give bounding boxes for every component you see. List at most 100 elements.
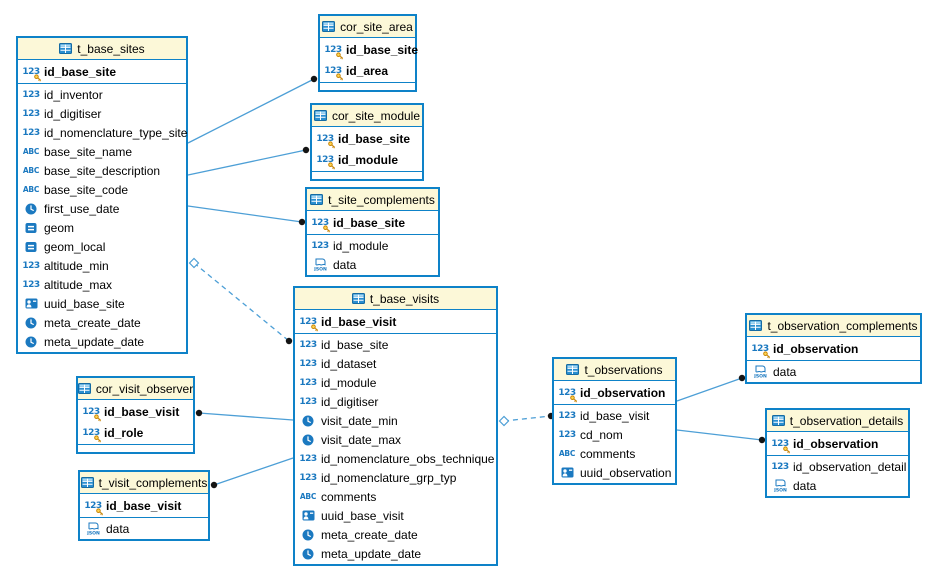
- column-row[interactable]: 123 id_nomenclature_grp_typ: [295, 468, 496, 487]
- cardinality-dot: [195, 409, 203, 417]
- column-name: uuid_base_site: [44, 296, 125, 311]
- columns-section: [320, 83, 415, 90]
- table-icon: [566, 364, 580, 375]
- column-name: id_inventor: [44, 87, 103, 102]
- relation-line-t_base_sites-cor_site_module[interactable]: [187, 149, 307, 176]
- relation-line-cor_visit_observer-t_base_visits[interactable]: [198, 412, 294, 421]
- integer-type-icon: 123: [22, 260, 40, 271]
- column-row[interactable]: meta_create_date: [18, 313, 186, 332]
- table-header[interactable]: t_observation_complements: [747, 315, 920, 337]
- column-row[interactable]: first_use_date: [18, 199, 186, 218]
- datetime-type-icon: [299, 414, 317, 428]
- table-icon: [771, 415, 785, 426]
- column-name: altitude_min: [44, 258, 109, 273]
- column-row[interactable]: meta_create_date: [295, 525, 496, 544]
- column-row[interactable]: geom_local: [18, 237, 186, 256]
- table-header[interactable]: t_base_sites: [18, 38, 186, 60]
- table-header[interactable]: cor_site_module: [312, 105, 422, 127]
- column-name: id_observation: [580, 385, 666, 400]
- column-row[interactable]: geom: [18, 218, 186, 237]
- table-header[interactable]: cor_visit_observer: [77, 378, 193, 400]
- column-row[interactable]: uuid_base_site: [18, 294, 186, 313]
- column-name: id_base_visit: [580, 408, 650, 423]
- column-row[interactable]: visit_date_min: [295, 411, 496, 430]
- column-name: id_nomenclature_grp_typ: [321, 470, 457, 485]
- table-title: t_visit_complements: [98, 475, 208, 490]
- column-row[interactable]: uuid_base_visit: [295, 506, 496, 525]
- table-header[interactable]: t_visit_complements: [80, 472, 208, 494]
- relation-line-t_base_sites-cor_site_area[interactable]: [187, 78, 315, 144]
- relation-line-t_observations-t_observation_details[interactable]: [676, 429, 763, 441]
- column-row[interactable]: meta_update_date: [295, 544, 496, 563]
- relation-line-t_base_sites-t_site_complements[interactable]: [187, 205, 303, 223]
- table-header[interactable]: t_observation_details: [767, 410, 908, 432]
- table-header[interactable]: cor_site_area: [320, 16, 415, 38]
- relation-line-t_visit_complements-t_base_visits[interactable]: [213, 457, 294, 486]
- integer-type-icon: 123: [558, 429, 576, 440]
- column-row[interactable]: meta_update_date: [18, 332, 186, 351]
- cardinality-dot: [298, 218, 306, 226]
- table-header[interactable]: t_site_complements: [307, 189, 438, 211]
- relation-line-t_observations-t_observation_complements[interactable]: [676, 377, 743, 402]
- table-header[interactable]: t_base_visits: [295, 288, 496, 310]
- column-row[interactable]: 123 altitude_min: [18, 256, 186, 275]
- cardinality-dot: [758, 436, 766, 444]
- relation-line-t_base_sites-t_base_visits[interactable]: [193, 262, 290, 342]
- column-row[interactable]: uuid_observation: [554, 463, 675, 482]
- integer-type-icon: 123: [324, 43, 343, 60]
- svg-text:JSON: JSON: [773, 487, 787, 492]
- column-row[interactable]: visit_date_max: [295, 430, 496, 449]
- integer-type-icon: 123: [299, 472, 317, 483]
- table-header[interactable]: t_observations: [554, 359, 675, 381]
- text-type-icon: ABC: [22, 166, 40, 175]
- relation-line-t_base_visits-t_observations[interactable]: [503, 415, 552, 422]
